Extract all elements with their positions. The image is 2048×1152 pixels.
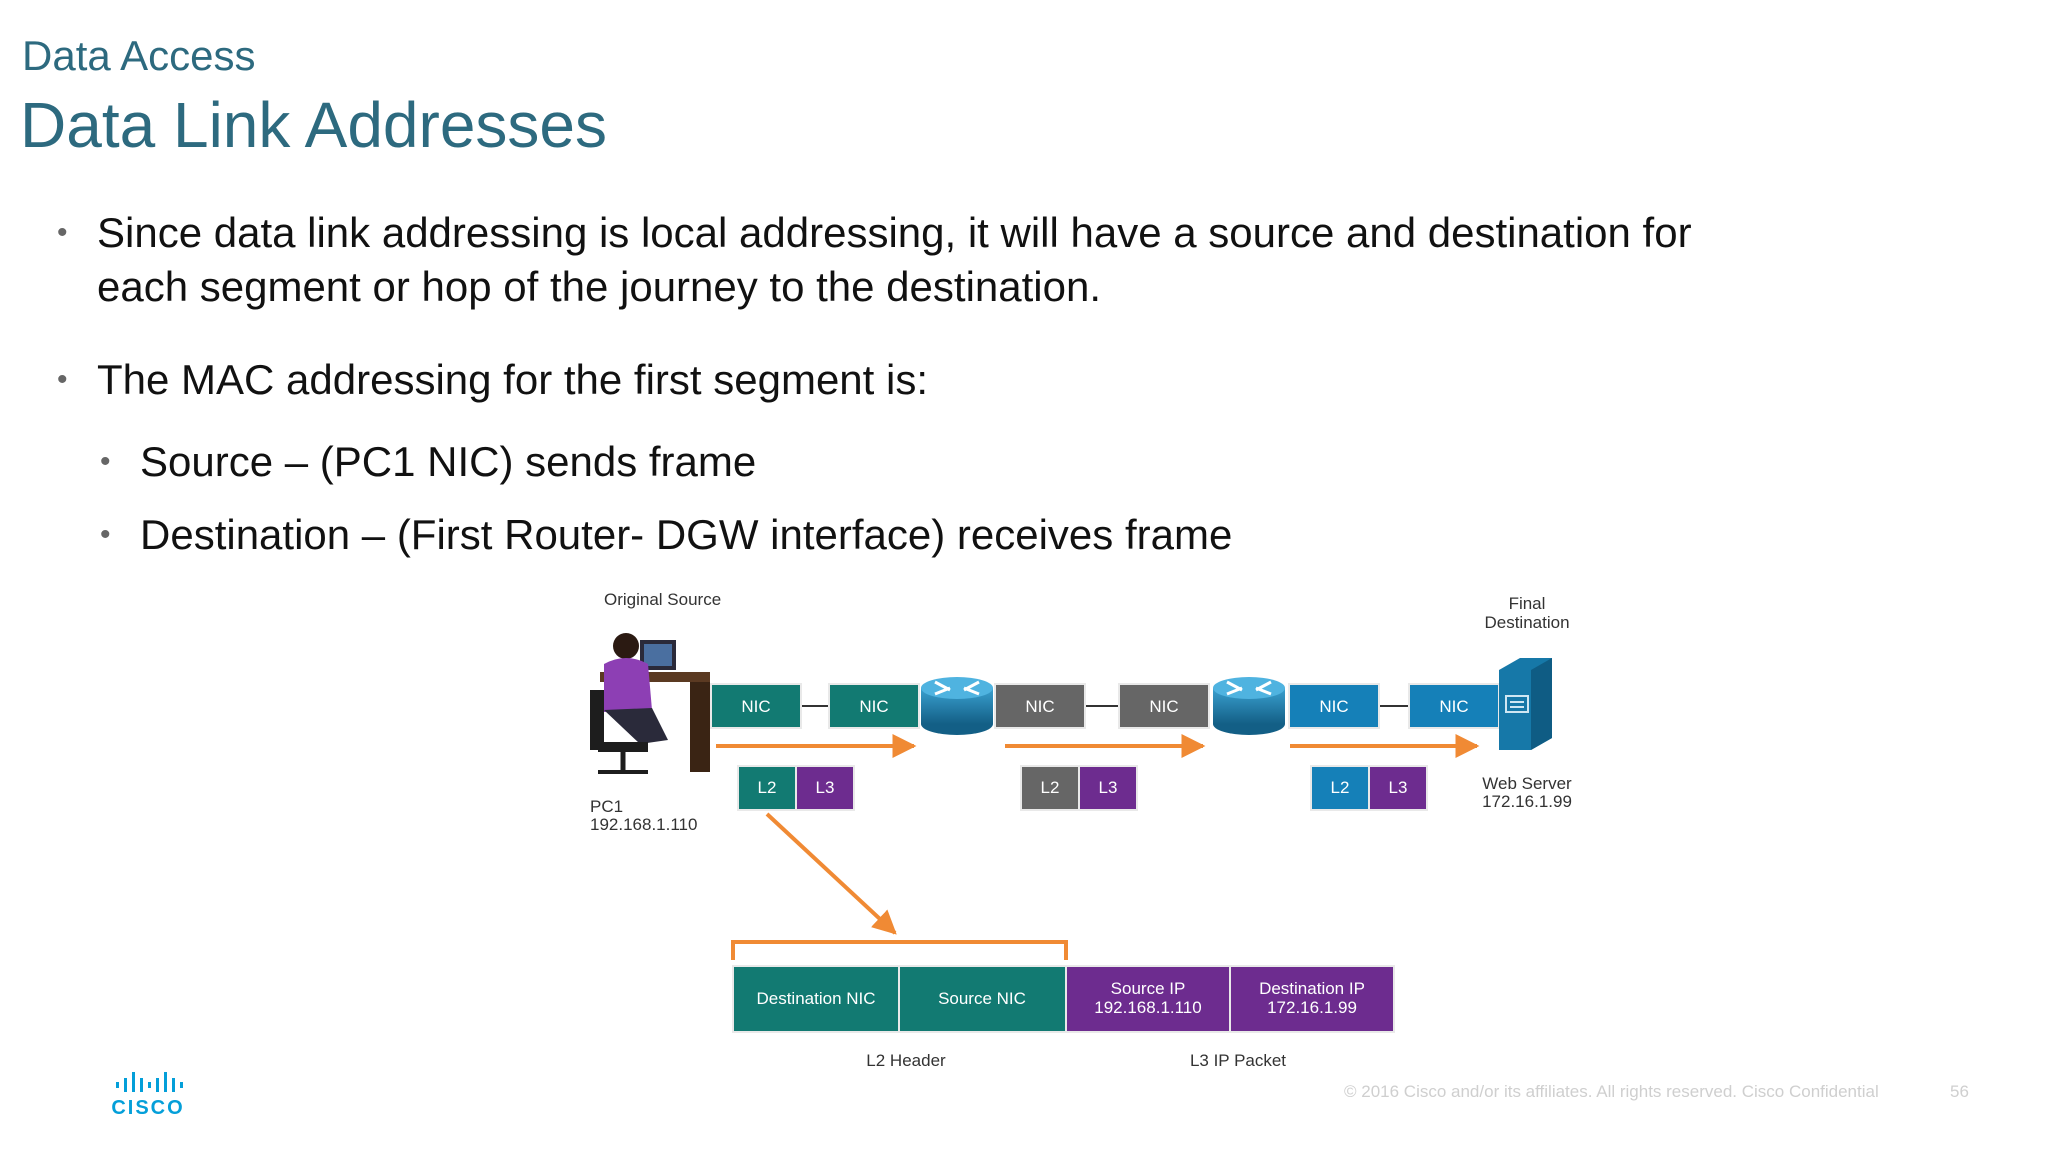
bullet-2: • The MAC addressing for the first segme… bbox=[57, 353, 928, 407]
bullet-dot: • bbox=[57, 363, 68, 396]
dest-ip-field bbox=[1229, 965, 1395, 1033]
cisco-logo-text: CISCO bbox=[112, 1097, 185, 1118]
original-source-label: Original Source bbox=[604, 590, 721, 609]
svg-text:NIC: NIC bbox=[1439, 697, 1468, 716]
bullet-1-line-2: each segment or hop of the journey to th… bbox=[97, 263, 1102, 310]
bullet-1-line-1: Since data link addressing is local addr… bbox=[97, 209, 1692, 256]
subbullet-2: • Destination – (First Router- DGW inter… bbox=[100, 508, 1233, 562]
source-ip-value: 192.168.1.110 bbox=[1094, 998, 1201, 1017]
svg-text:NIC: NIC bbox=[1025, 697, 1054, 716]
bullet-2-text: The MAC addressing for the first segment… bbox=[97, 356, 928, 403]
svg-text:NIC: NIC bbox=[859, 697, 888, 716]
l2-header-bracket bbox=[731, 940, 1068, 960]
router-1-icon bbox=[921, 677, 993, 735]
expand-arrow bbox=[765, 812, 897, 935]
bullet-dot: • bbox=[57, 216, 68, 249]
expanded-frame: Destination NIC Source NIC Source IP 192… bbox=[732, 965, 1395, 1033]
dest-ip-value: 172.16.1.99 bbox=[1267, 998, 1357, 1017]
dest-nic-label: Destination NIC bbox=[756, 989, 875, 1008]
final-destination-label-2: Destination bbox=[1484, 613, 1569, 632]
svg-text:L3: L3 bbox=[1389, 778, 1408, 797]
footer-page-number: 56 bbox=[1950, 1082, 1969, 1101]
subbullet-1: • Source – (PC1 NIC) sends frame bbox=[100, 435, 757, 489]
nic-router2-right: NIC bbox=[1288, 683, 1380, 729]
l2-header-label: L2 Header bbox=[866, 1051, 946, 1070]
nic-server: NIC bbox=[1408, 683, 1500, 729]
pc1-ip: 192.168.1.110 bbox=[590, 815, 697, 834]
bullet-dot: • bbox=[100, 445, 111, 478]
bullet-dot: • bbox=[100, 518, 111, 551]
dest-ip-label: Destination IP bbox=[1259, 979, 1365, 998]
subbullet-1-text: Source – (PC1 NIC) sends frame bbox=[140, 438, 757, 485]
l3-packet-label: L3 IP Packet bbox=[1190, 1051, 1286, 1070]
subbullet-2-text: Destination – (First Router- DGW interfa… bbox=[140, 511, 1233, 558]
bullet-1: • Since data link addressing is local ad… bbox=[57, 206, 1692, 314]
slide-subtitle: Data Access bbox=[22, 32, 256, 79]
nic-router2-left: NIC bbox=[1118, 683, 1210, 729]
nic-pc1: NIC bbox=[710, 683, 802, 729]
frame-segment-1: L2 L3 bbox=[737, 765, 855, 811]
svg-text:L2: L2 bbox=[758, 778, 777, 797]
nic-router1-right: NIC bbox=[994, 683, 1086, 729]
source-ip-label: Source IP bbox=[1111, 979, 1186, 998]
source-nic-label: Source NIC bbox=[938, 989, 1026, 1008]
dest-nic-field bbox=[732, 965, 900, 1033]
slide-title: Data Link Addresses bbox=[20, 89, 607, 161]
svg-text:L2: L2 bbox=[1041, 778, 1060, 797]
source-ip-field bbox=[1065, 965, 1231, 1033]
footer-copyright: © 2016 Cisco and/or its affiliates. All … bbox=[1344, 1082, 1879, 1101]
web-server-name: Web Server bbox=[1482, 774, 1572, 793]
svg-text:NIC: NIC bbox=[1319, 697, 1348, 716]
router-2-icon bbox=[1213, 677, 1285, 735]
final-destination-label-1: Final bbox=[1509, 594, 1546, 613]
frame-segment-2: L2 L3 bbox=[1020, 765, 1138, 811]
svg-text:NIC: NIC bbox=[741, 697, 770, 716]
svg-text:L3: L3 bbox=[816, 778, 835, 797]
pc1-user-icon bbox=[590, 633, 710, 774]
pc1-name: PC1 bbox=[590, 797, 623, 816]
web-server-icon bbox=[1499, 658, 1552, 750]
cisco-logo: CISCO bbox=[112, 1072, 185, 1118]
svg-text:L2: L2 bbox=[1331, 778, 1350, 797]
source-nic-field bbox=[898, 965, 1067, 1033]
frame-segment-3: L2 L3 bbox=[1310, 765, 1428, 811]
nic-router1-left: NIC bbox=[828, 683, 920, 729]
svg-text:L3: L3 bbox=[1099, 778, 1118, 797]
web-server-ip: 172.16.1.99 bbox=[1482, 792, 1572, 811]
svg-text:NIC: NIC bbox=[1149, 697, 1178, 716]
